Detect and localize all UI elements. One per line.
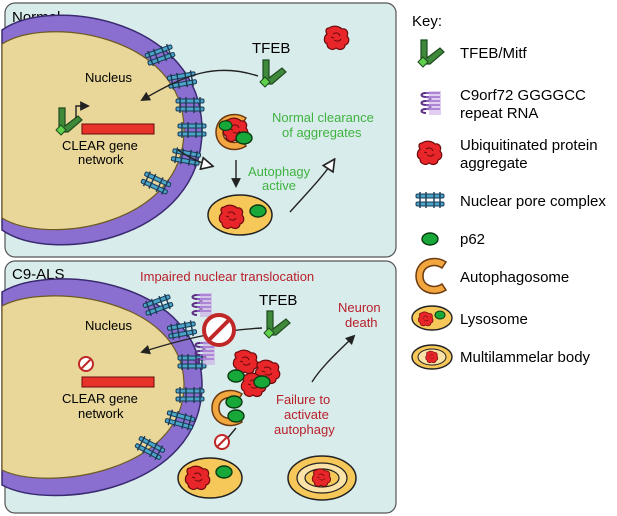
key-item-label: C9orf72 GGGGCC [460,87,586,104]
p62-icon [235,131,253,145]
c9als-gene-label-1: CLEAR gene [62,391,138,406]
normal-gene-label-2: network [78,152,124,167]
normal-clear-gene-bar [81,123,155,135]
normal-clearance-label-1: Normal clearance [272,110,374,125]
normal-clearance-label-2: of aggregates [282,125,362,140]
aggregate-icon [218,204,245,230]
tfeb-import-arrow [140,327,263,355]
key-item-label: TFEB/Mitf [460,45,527,62]
key-item-label: Multilammelar body [460,349,591,366]
key-item-label: repeat RNA [460,105,538,122]
autophagy-active-label-2: active [262,178,296,193]
aggregate-icon [323,25,350,51]
key-title: Key: [412,13,442,30]
neuron-death-label-2: death [345,315,378,330]
autophagy-active-label-1: Autophagy [248,164,311,179]
gene-to-autophagy-arrow [177,149,212,166]
c9als-panel: C9-ALS Impaired nuclear translocation Nu… [1,260,397,514]
lysosome-icon [411,305,453,331]
aggregate-icon [416,140,443,166]
p62-icon [249,204,267,218]
p62-icon [215,465,233,479]
key-item-label: Autophagosome [460,269,569,286]
multilamellar-body-icon [287,455,357,501]
p62-icon [421,232,439,246]
p62-icon [227,409,245,423]
multilamellar-icon [411,344,453,370]
p62-icon [227,369,245,383]
normal-nucleus-label: Nucleus [85,70,132,85]
c9als-gene-label-2: network [78,406,124,421]
p62-icon [253,375,271,389]
repeat-rna-icon [420,90,442,116]
failure-label-3: autophagy [274,422,335,437]
normal-tfeb-label: TFEB [252,40,290,57]
blocked-translocation-icon [202,313,236,347]
transcription-start-arrow [75,101,90,118]
p62-icon [218,120,233,131]
key-legend: Key: TFEB/Mitf C9orf72 GGGGCC repeat RNA… [411,13,606,370]
aggregate-icon [184,465,211,491]
tfeb-icon [417,39,445,68]
impaired-translocation-label: Impaired nuclear translocation [140,269,314,284]
key-item-label: Lysosome [460,311,528,328]
neuron-death-label-1: Neuron [338,300,381,315]
c9als-clear-gene-bar [81,376,155,388]
gene-blocked-icon [78,356,94,372]
neuron-death-arrow [311,334,356,383]
failure-label-2: activate [284,407,329,422]
clearance-arrow [289,160,334,213]
key-item-label: Nuclear pore complex [460,193,606,210]
key-item-label: aggregate [460,155,528,172]
key-item-label: p62 [460,231,485,248]
c9als-tfeb-label: TFEB [259,292,297,309]
nuclear-pore-icon [415,191,445,209]
c9als-nucleus-label: Nucleus [85,318,132,333]
key-item-label: Ubiquitinated protein [460,137,598,154]
p62-icon [225,395,243,409]
failure-label-1: Failure to [276,392,330,407]
autophagy-blocked-icon [214,434,230,450]
normal-gene-label-1: CLEAR gene [62,138,138,153]
autophagosome-icon [415,257,447,295]
tfeb-import-arrow [140,69,259,101]
normal-panel: Normal Nucleus CLEAR gene network TFEB [1,2,397,258]
